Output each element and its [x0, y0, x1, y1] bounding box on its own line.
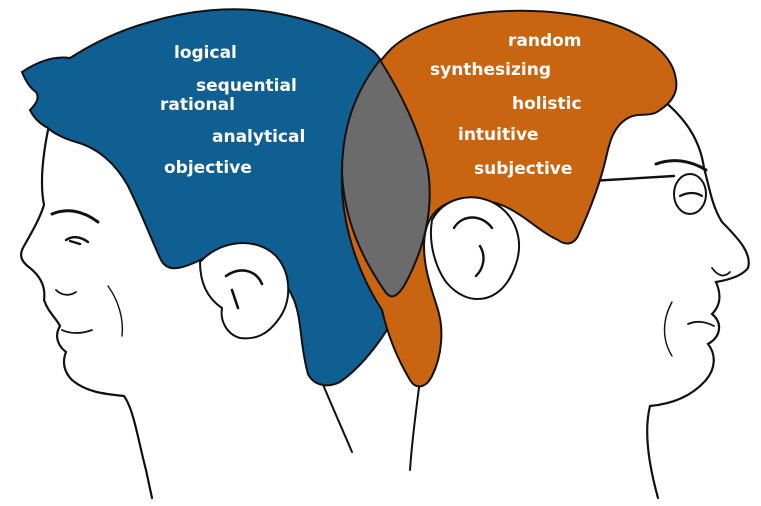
right-cheek-line — [663, 301, 673, 357]
trait-label-random: random — [508, 31, 582, 51]
right-eyebrow — [654, 159, 708, 172]
trait-label-holistic: holistic — [512, 94, 582, 114]
left-face-outline — [20, 128, 154, 500]
left-brain-region — [20, 8, 422, 387]
trait-label-rational: rational — [160, 95, 235, 115]
left-trait-labels: logical sequential rational analytical o… — [160, 43, 305, 178]
right-face-outline — [646, 94, 750, 500]
right-nostril — [711, 267, 731, 277]
right-mouth — [687, 320, 715, 327]
left-mouth — [61, 329, 93, 334]
left-ear — [198, 242, 290, 340]
left-ear-inner — [224, 269, 264, 310]
trait-label-subjective: subjective — [474, 159, 572, 179]
left-eyebrow — [50, 209, 100, 224]
right-ear-outline — [430, 196, 520, 300]
trait-label-objective: objective — [164, 158, 252, 178]
right-brain-region — [340, 9, 678, 388]
overlap-region — [340, 58, 431, 298]
trait-label-intuitive: intuitive — [458, 125, 539, 145]
left-eye — [64, 236, 90, 246]
trait-label-synthesizing: synthesizing — [430, 60, 551, 80]
trait-label-logical: logical — [174, 43, 237, 63]
right-glasses-lens — [673, 173, 707, 215]
right-eye — [678, 191, 704, 198]
right-trait-labels: random synthesizing holistic intuitive s… — [430, 31, 582, 179]
trait-label-analytical: analytical — [212, 127, 305, 147]
left-cheek-line — [107, 285, 124, 337]
right-ear — [430, 196, 520, 300]
right-neck-back — [409, 379, 421, 471]
trait-label-sequential: sequential — [196, 76, 297, 96]
left-nostril — [55, 289, 77, 296]
right-ear-inner — [452, 216, 494, 278]
left-ear-outline — [198, 242, 290, 340]
